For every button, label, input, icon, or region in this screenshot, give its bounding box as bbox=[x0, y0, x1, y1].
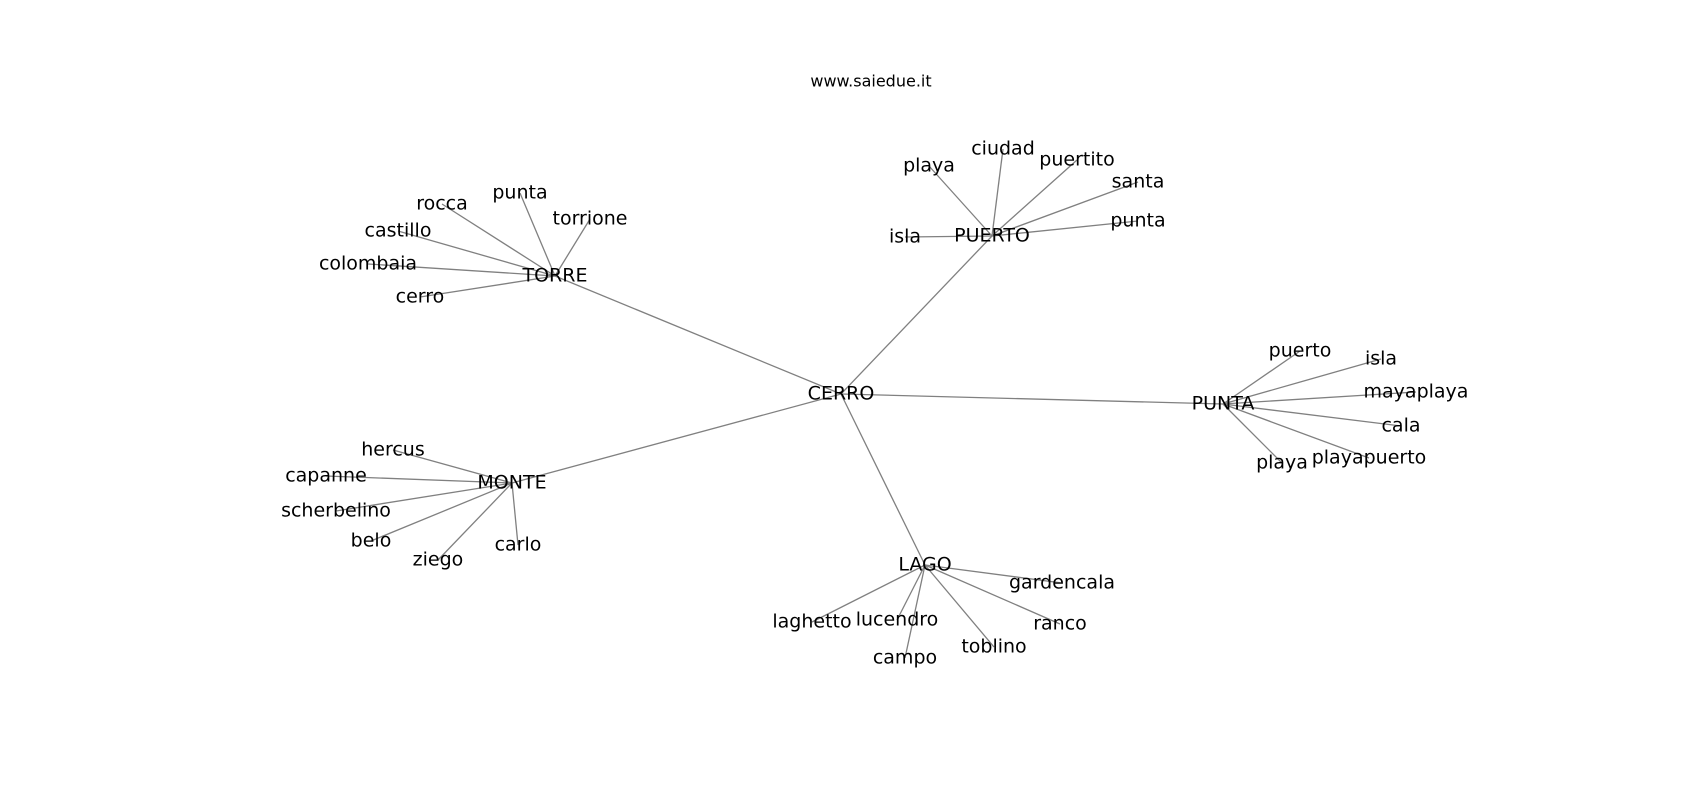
edge-puerto-playa bbox=[928, 165, 993, 237]
node-leaf-lago-ranco: ranco bbox=[1033, 613, 1087, 635]
node-leaf-puerto-puertito: puertito bbox=[1039, 149, 1114, 171]
node-leaf-lago-lucendro: lucendro bbox=[856, 609, 939, 631]
edge-torre-cerro bbox=[419, 275, 556, 298]
edge-monte-scherbelino bbox=[335, 482, 513, 512]
node-leaf-monte-hercus: hercus bbox=[361, 439, 425, 461]
node-leaf-punta-isla: isla bbox=[1365, 348, 1397, 370]
node-leaf-puerto-isla: isla bbox=[889, 226, 921, 248]
node-leaf-monte-carlo: carlo bbox=[495, 534, 542, 556]
site-title: www.saiedue.it bbox=[810, 72, 931, 91]
node-leaf-torre-colombaia: colombaia bbox=[319, 253, 417, 275]
edge-monte-capanne bbox=[325, 475, 513, 484]
edge-torre-torrione bbox=[554, 218, 591, 277]
edge-punta-puerto bbox=[1222, 350, 1301, 405]
edge-cerro-monte bbox=[511, 393, 842, 484]
edge-torre-punta bbox=[519, 192, 556, 277]
edge-monte-carlo bbox=[511, 482, 519, 546]
edge-lago-toblino bbox=[924, 564, 995, 648]
node-leaf-puerto-playa: playa bbox=[903, 155, 955, 177]
node-leaf-punta-mayaplaya: mayaplaya bbox=[1364, 381, 1469, 403]
node-leaf-punta-cala: cala bbox=[1381, 415, 1420, 437]
edge-cerro-lago bbox=[840, 393, 926, 566]
edge-cerro-puerto bbox=[840, 235, 993, 395]
node-leaf-torre-cerro: cerro bbox=[396, 286, 445, 308]
node-leaf-punta-playa: playa bbox=[1256, 452, 1308, 474]
node-hub-lago: LAGO bbox=[898, 554, 951, 576]
node-leaf-monte-scherbelino: scherbelino bbox=[281, 500, 391, 522]
node-leaf-monte-capanne: capanne bbox=[285, 465, 367, 487]
edge-torre-rocca bbox=[441, 203, 556, 277]
edge-lago-laghetto bbox=[811, 564, 926, 623]
node-leaf-torre-rocca: rocca bbox=[416, 193, 468, 215]
edge-monte-ziego bbox=[437, 482, 513, 561]
node-leaf-torre-castillo: castillo bbox=[365, 220, 432, 242]
edge-punta-playa bbox=[1222, 403, 1283, 464]
edge-torre-castillo bbox=[397, 230, 556, 277]
edge-punta-mayaplaya bbox=[1222, 391, 1417, 405]
edge-torre-colombaia bbox=[367, 263, 556, 277]
edge-punta-isla bbox=[1222, 358, 1382, 405]
edge-puerto-isla bbox=[904, 235, 993, 238]
edge-cerro-punta bbox=[840, 393, 1224, 405]
edge-puerto-santa bbox=[991, 181, 1139, 237]
node-leaf-monte-belo: belo bbox=[351, 530, 392, 552]
edge-puerto-punta bbox=[991, 220, 1139, 237]
edge-punta-cala bbox=[1222, 403, 1402, 427]
node-leaf-puerto-santa: santa bbox=[1112, 171, 1165, 193]
node-center-cerro: CERRO bbox=[808, 383, 875, 405]
node-leaf-puerto-punta: punta bbox=[1110, 210, 1165, 232]
edge-lago-lucendro bbox=[896, 564, 926, 621]
node-leaf-puerto-ciudad: ciudad bbox=[971, 138, 1035, 160]
node-hub-monte: MONTE bbox=[477, 472, 546, 494]
node-leaf-lago-gardencala: gardencala bbox=[1009, 572, 1115, 594]
edge-lago-campo bbox=[904, 564, 926, 659]
edge-punta-playapuerto bbox=[1222, 403, 1370, 459]
node-leaf-punta-puerto: puerto bbox=[1269, 340, 1332, 362]
edges-layer bbox=[325, 148, 1417, 659]
node-leaf-monte-ziego: ziego bbox=[413, 549, 464, 571]
edge-puerto-ciudad bbox=[991, 148, 1004, 237]
node-leaf-torre-torrione: torrione bbox=[553, 208, 628, 230]
edge-lago-ranco bbox=[924, 564, 1061, 625]
node-hub-puerto: PUERTO bbox=[954, 225, 1030, 247]
node-hub-punta: PUNTA bbox=[1192, 393, 1255, 415]
node-leaf-lago-toblino: toblino bbox=[961, 636, 1026, 658]
edge-cerro-torre bbox=[554, 275, 842, 395]
edge-monte-belo bbox=[370, 482, 513, 542]
node-leaf-punta-playapuerto: playapuerto bbox=[1312, 447, 1427, 469]
edge-lago-gardencala bbox=[924, 564, 1063, 584]
node-hub-torre: TORRE bbox=[522, 265, 588, 287]
node-leaf-lago-laghetto: laghetto bbox=[772, 611, 851, 633]
node-leaf-lago-campo: campo bbox=[873, 647, 937, 669]
edge-monte-hercus bbox=[392, 449, 513, 484]
edge-puerto-puertito bbox=[991, 159, 1078, 237]
node-leaf-torre-punta: punta bbox=[492, 182, 547, 204]
